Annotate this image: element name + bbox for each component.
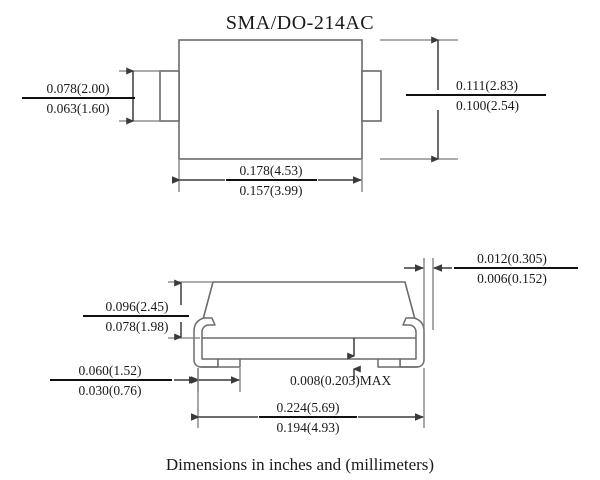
top-view-body-width-dimension [172,160,363,192]
body-height-upper: 0.111(2.83) [456,78,518,93]
top-view-body-width-label: 0.178(4.53) 0.157(3.99) [226,163,317,198]
side-body-height-lower: 0.078(1.98) [106,319,169,334]
top-view-left-lead [159,70,180,122]
side-view-right-lead [399,317,425,368]
side-view-overall-length-dimension [191,368,425,428]
top-view-lead-width-dimension [119,67,161,125]
side-view-overall-length-label: 0.224(5.69) 0.194(4.93) [259,400,357,435]
side-view-body-height-label: 0.096(2.45) 0.078(1.98) [83,299,189,334]
side-view-left-lead [193,317,219,368]
foot-length-upper: 0.060(1.52) [79,363,142,378]
lead-thickness-lower: 0.006(0.152) [477,271,547,286]
top-view-body-height-dimension [380,36,458,163]
lead-width-lower: 0.063(1.60) [47,101,110,116]
top-view-body [178,39,363,160]
top-view-body-height-label: 0.111(2.83) 0.100(2.54) [406,78,546,113]
lead-thickness-upper: 0.012(0.305) [477,251,547,266]
overall-length-lower: 0.194(4.93) [277,420,340,435]
drawing-footer-note: Dimensions in inches and (millimeters) [166,455,434,474]
side-view-body-height-dimension [168,279,212,341]
side-view-right-foot [377,358,418,368]
body-width-upper: 0.178(4.53) [240,163,303,178]
overall-length-upper: 0.224(5.69) [277,400,340,415]
top-view-lead-width-label: 0.078(2.00) 0.063(1.60) [22,81,135,116]
drawing-title: SMA/DO-214AC [226,12,374,34]
side-view-lead-thickness-dimension [404,258,452,330]
side-view-group [193,281,425,368]
foot-length-lower: 0.030(0.76) [79,383,142,398]
side-view-foot-length-dimension [174,368,241,392]
top-view-right-lead [361,70,382,122]
side-view-body [196,281,422,339]
lead-width-upper: 0.078(2.00) [47,81,110,96]
standoff-label: 0.008(0.203)MAX [290,373,391,388]
top-view-group [159,39,382,160]
side-body-height-upper: 0.096(2.45) [106,299,169,314]
side-view-left-foot [200,358,241,368]
side-view-foot-length-label: 0.060(1.52) 0.030(0.76) [50,363,172,398]
body-height-lower: 0.100(2.54) [456,98,519,113]
body-width-lower: 0.157(3.99) [240,183,303,198]
side-view-lead-thickness-label: 0.012(0.305) 0.006(0.152) [454,251,578,286]
